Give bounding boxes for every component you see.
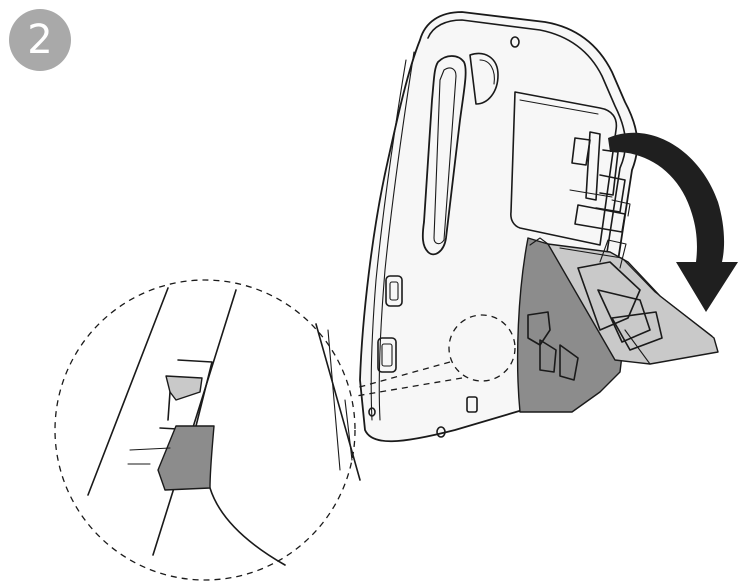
stand-edge-magnified [157, 425, 215, 491]
side-button-2 [377, 337, 397, 373]
rotation-arrow-icon [608, 132, 738, 312]
stand-flap [547, 243, 719, 365]
recess-panel [510, 91, 618, 246]
handle-slot [421, 55, 467, 256]
port-slot [466, 396, 478, 413]
stand-bracket-icon [516, 237, 719, 413]
small-focus-circle [448, 314, 516, 382]
release-clip-icon [165, 375, 203, 401]
step-number: 2 [27, 17, 53, 63]
step-number-badge: 2 [9, 9, 71, 71]
zoom-callout-icon [54, 279, 516, 581]
side-button-1 [385, 275, 403, 307]
latch-mechanism [569, 131, 631, 233]
magnified-detail [87, 287, 361, 566]
magnified-circle [54, 279, 356, 581]
stand-front [516, 237, 626, 413]
